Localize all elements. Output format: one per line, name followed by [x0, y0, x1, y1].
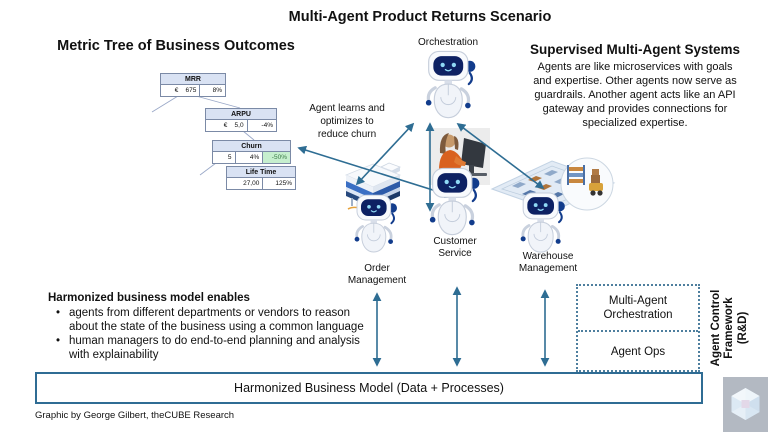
- orchestration-robot-icon: [424, 50, 480, 120]
- metric-box-churn: Churn 5 4% -50%: [212, 140, 291, 164]
- bullet-item: agents from different departments or ven…: [56, 306, 374, 334]
- metric-box-arpu: ARPU € 5,0 -4%: [205, 108, 277, 132]
- metric-box-header: MRR: [161, 74, 225, 85]
- credit-text: Graphic by George Gilbert, theCUBE Resea…: [35, 410, 235, 421]
- connector-line: [242, 130, 255, 141]
- right-panel-heading: Supervised Multi-Agent Systems: [529, 42, 741, 57]
- bullet-text: human managers to do end-to-end planning…: [69, 335, 360, 362]
- metric-box-header: Churn: [213, 141, 290, 152]
- metric-delta: -4%: [246, 120, 276, 131]
- agent-label-warehouse-management: Warehouse Management: [518, 251, 578, 274]
- customer-service-robot-icon: [428, 166, 484, 238]
- churn-annotation: Agent learns and optimizes to reduce chu…: [309, 103, 385, 140]
- metric-box-header: Life Time: [227, 167, 295, 178]
- connector-line: [199, 162, 217, 176]
- agent-control-framework-box: Multi-Agent Orchestration Agent Ops: [576, 284, 700, 372]
- bullet-item: human managers to do end-to-end planning…: [56, 334, 374, 362]
- right-panel-body: Agents are like microservices with goals…: [533, 61, 737, 130]
- metric-delta: 8%: [199, 85, 225, 96]
- agent-label-order-management: Order Management: [347, 263, 407, 286]
- orchestration-label: Orchestration: [417, 37, 479, 48]
- metric-delta: 4%: [234, 152, 263, 163]
- connector-line: [151, 95, 179, 113]
- warehouse-management-robot-icon: [519, 191, 569, 255]
- framework-cell-multi-agent-orchestration: Multi-Agent Orchestration: [578, 286, 698, 332]
- metric-value: € 675: [174, 87, 197, 94]
- metric-value: 5: [227, 154, 232, 161]
- agent-control-framework-label: Agent Control Framework (R&D): [710, 289, 749, 367]
- harmonized-enables-heading: Harmonized business model enables: [48, 292, 250, 304]
- metric-box-lifetime: Life Time 27,00 125%: [226, 166, 296, 190]
- thecube-logo: [723, 377, 768, 432]
- metric-delta: 125%: [262, 178, 295, 189]
- slide-title: Multi-Agent Product Returns Scenario: [288, 9, 552, 25]
- metric-target-highlight: -50%: [262, 152, 290, 163]
- harmonized-enables-block: Harmonized business model enables agents…: [48, 291, 374, 362]
- metric-box-mrr: MRR € 675 8%: [160, 73, 226, 97]
- metric-box-header: ARPU: [206, 109, 276, 120]
- metric-tree-heading: Metric Tree of Business Outcomes: [57, 38, 295, 54]
- metric-value: 27,00: [243, 180, 260, 187]
- metric-value: € 5,0: [223, 122, 244, 129]
- harmonized-business-model-bar: Harmonized Business Model (Data + Proces…: [35, 372, 703, 404]
- order-management-robot-icon: [353, 193, 401, 255]
- framework-cell-agent-ops: Agent Ops: [610, 345, 666, 358]
- harmonized-business-model-label: Harmonized Business Model (Data + Proces…: [234, 381, 504, 395]
- warehouse-inset-shelves: [567, 165, 585, 185]
- agent-label-customer-service: Customer Service: [433, 236, 477, 259]
- bullet-text: agents from different departments or ven…: [69, 307, 364, 334]
- connector-line: [195, 95, 241, 109]
- forklift-icon: [589, 169, 603, 196]
